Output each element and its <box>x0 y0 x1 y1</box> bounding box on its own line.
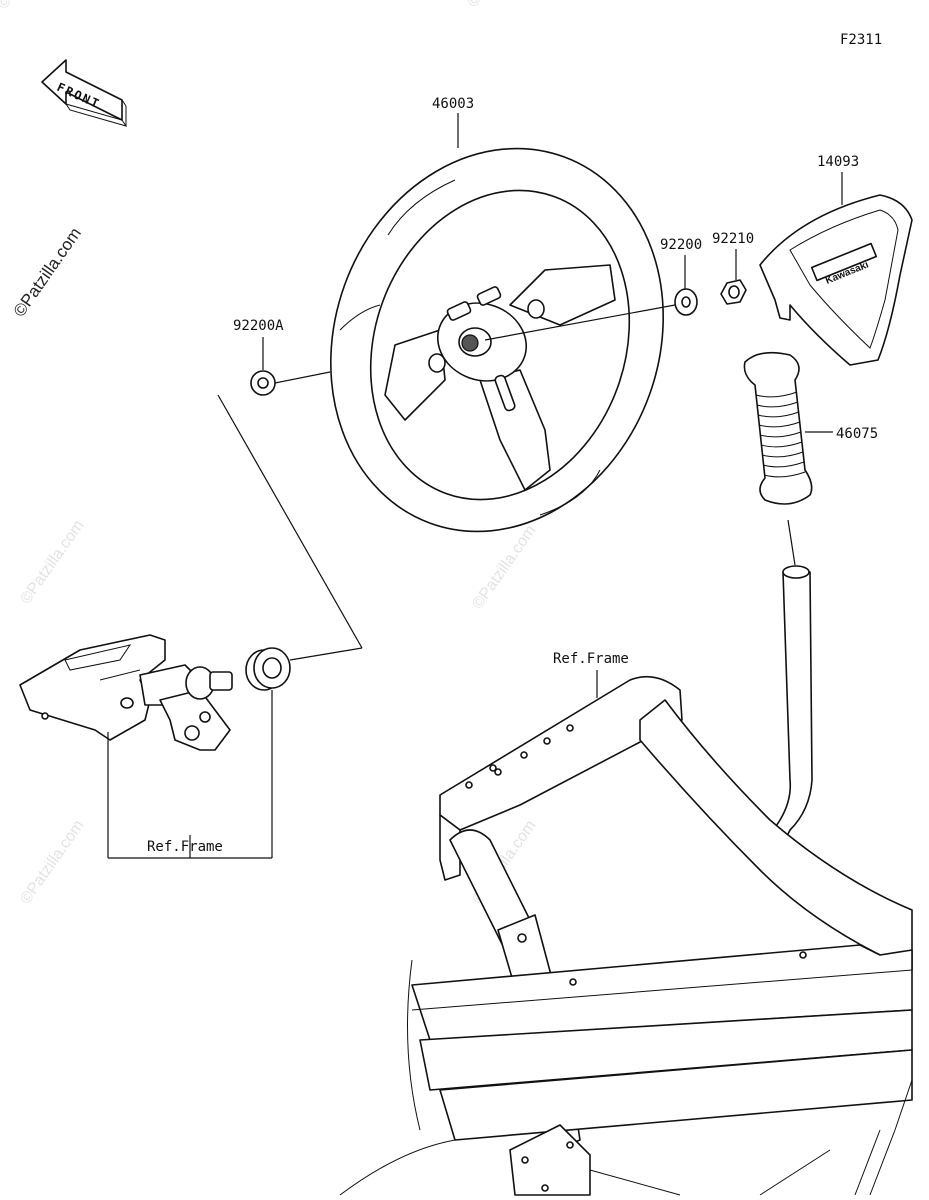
watermark-6: ©Patzilla.com <box>464 0 534 10</box>
watermark-7: ©Patzilla.com <box>0 0 65 12</box>
label-ref-frame-top: Ref.Frame <box>553 651 629 667</box>
label-92200: 92200 <box>660 237 702 253</box>
label-46075: 46075 <box>836 426 878 442</box>
watermark-2: ©Patzilla.com <box>469 522 539 612</box>
label-92200a: 92200A <box>233 318 284 334</box>
ref-frame-bracket <box>107 690 273 859</box>
nut-92210 <box>720 279 747 305</box>
washer-92200a <box>250 370 276 396</box>
label-ref-frame-bottom: Ref.Frame <box>147 839 223 855</box>
label-46003: 46003 <box>432 96 474 112</box>
watermark-3: ©Patzilla.com <box>17 817 87 907</box>
steering-column <box>19 634 291 751</box>
washer-92200 <box>674 288 698 316</box>
watermark-1: ©Patzilla.com <box>17 517 87 607</box>
pad-14093: Kawasaki <box>759 194 913 366</box>
grip-46075 <box>743 351 813 505</box>
figure-code: F2311 <box>840 32 882 48</box>
label-14093: 14093 <box>817 154 859 170</box>
steering-wheel <box>330 147 664 533</box>
frame <box>339 565 913 1196</box>
front-arrow: FRONT <box>41 59 128 127</box>
watermark-main: ©Patzilla.com <box>10 224 85 320</box>
label-92210: 92210 <box>712 231 754 247</box>
